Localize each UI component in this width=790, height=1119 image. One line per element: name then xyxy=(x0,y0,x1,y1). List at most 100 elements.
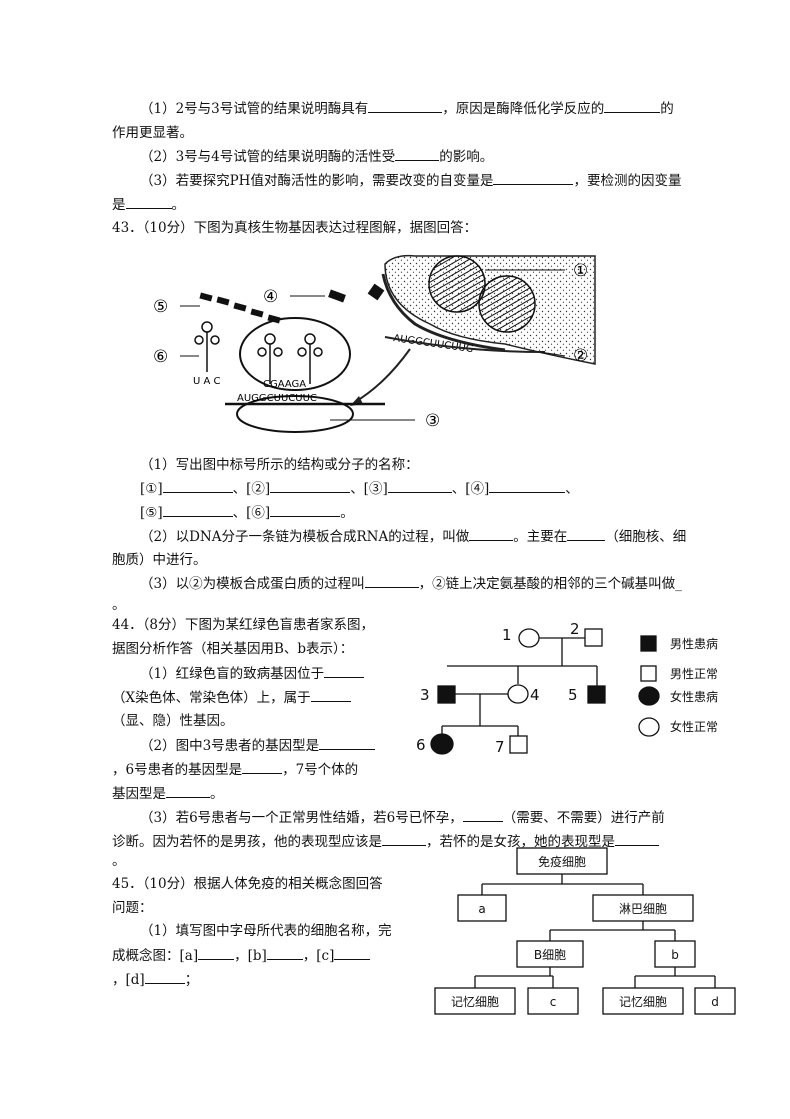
blank-label: 、[⑥] xyxy=(232,505,271,521)
answer-blank[interactable] xyxy=(319,736,376,750)
q42-line-2: 作用更显著。 xyxy=(112,125,193,141)
node-bcell-label: B细胞 xyxy=(534,948,566,962)
q44-p1-cont: （X染色体、常染色体）上，属于 xyxy=(112,688,351,707)
q44-p3-end: 。 xyxy=(112,853,126,869)
answer-blank[interactable] xyxy=(604,99,661,113)
blank-label: [①] xyxy=(140,481,163,497)
blank-label: 、 xyxy=(565,481,579,497)
q43-s3: （3）以②为模板合成蛋白质的过程叫，②链上决定氨基酸的相邻的三个碱基叫做_ xyxy=(140,574,682,593)
answer-blank[interactable] xyxy=(162,503,233,517)
q43-text: 。主要在 xyxy=(513,529,568,545)
q42-line-4: （3）若要探究PH值对酶活性的影响，需要改变的自变量是，要检测的因变量 xyxy=(140,171,681,190)
q42-text: 的 xyxy=(660,101,674,117)
q44-p2: （2）图中3号患者的基因型是 xyxy=(140,736,376,755)
legend-label-2: 女性患病 xyxy=(670,689,718,704)
dna-circle-1 xyxy=(428,255,486,313)
answer-blank[interactable] xyxy=(382,832,426,846)
answer-blank[interactable] xyxy=(266,946,303,960)
q44-text: 。 xyxy=(210,786,224,802)
answer-blank[interactable] xyxy=(125,195,172,209)
q42-text: （1）2号与3号试管的结果说明酶具有 xyxy=(140,101,369,117)
answer-blank[interactable] xyxy=(462,808,503,822)
legend-affected-female xyxy=(638,686,660,706)
label-3: ③ xyxy=(425,411,440,431)
answer-blank[interactable] xyxy=(368,99,443,113)
q42-text: （3）若要探究PH值对酶活性的影响，需要改变的自变量是 xyxy=(140,173,494,189)
answer-blank[interactable] xyxy=(334,946,371,960)
q44-title: 44．（8分）下图为某红绿色盲患者家系图， xyxy=(112,617,375,633)
q43-title: 43．（10分）下图为真核生物基因表达过程图解，据图回答： xyxy=(112,220,478,236)
q42-text: ，原因是酶降低化学反应的 xyxy=(442,101,605,117)
label-5: 5 xyxy=(568,686,578,704)
trna-sequence: CGAAGA xyxy=(263,379,306,390)
answer-blank[interactable] xyxy=(162,479,233,493)
answer-blank[interactable] xyxy=(493,171,574,185)
q44-p1-end: （显、隐）性基因。 xyxy=(112,713,234,729)
q45-p1: （1）填写图中字母所代表的细胞名称，完 xyxy=(140,923,392,939)
answer-blank[interactable] xyxy=(395,147,440,161)
q43-text: （2）以DNA分子一条链为模板合成RNA的过程，叫做 xyxy=(140,529,470,545)
node-lymph-label: 淋巴细胞 xyxy=(619,902,667,916)
answer-blank[interactable] xyxy=(469,527,514,541)
q45-text: ，[d] xyxy=(112,972,145,988)
label-5: ⑤ xyxy=(153,297,168,317)
answer-blank[interactable] xyxy=(489,479,566,493)
q43-text: _ xyxy=(675,576,682,592)
q44-text: （1）红绿色盲的致病基因位于 xyxy=(140,666,325,682)
individual-2-normal-male xyxy=(584,628,603,647)
label-1: ① xyxy=(573,261,588,281)
answer-blank[interactable] xyxy=(166,784,210,798)
answer-blank[interactable] xyxy=(387,479,452,493)
individual-3-affected-male xyxy=(437,685,456,704)
q44-p1: （1）红绿色盲的致病基因位于 xyxy=(140,664,365,683)
label-1: 1 xyxy=(502,626,512,644)
answer-blank[interactable] xyxy=(310,688,351,702)
q42-text: 的影响。 xyxy=(439,149,494,165)
q42-line-3: （2）3号与4号试管的结果说明酶的活性受 的影响。 xyxy=(140,147,493,166)
anticodon: U A C xyxy=(193,376,221,387)
individual-7-normal-male xyxy=(509,735,528,754)
node-lymph xyxy=(592,894,694,922)
q43-text: （3）以②为模板合成蛋白质的过程叫 xyxy=(140,576,365,592)
node-root-label: 免疫细胞 xyxy=(538,854,586,869)
q43-s2: （2）以DNA分子一条链为模板合成RNA的过程，叫做。主要在（细胞核、细 xyxy=(140,527,686,546)
q44-text: （2）图中3号患者的基因型是 xyxy=(140,738,320,754)
q44-p3-cont: 诊断。因为若怀的是男孩，他的表现型应该是，若怀的是女孩，她的表现型是 xyxy=(112,832,659,851)
answer-blank[interactable] xyxy=(615,832,659,846)
answer-blank[interactable] xyxy=(324,664,365,678)
q42-line-5: 是。 xyxy=(112,195,185,214)
q42-text: （2）3号与4号试管的结果说明酶的活性受 xyxy=(140,149,396,165)
legend-label-1: 男性正常 xyxy=(670,667,718,681)
node-mem2-label: 记忆细胞 xyxy=(619,995,667,1009)
q42-text: 是 xyxy=(112,197,126,213)
answer-blank[interactable] xyxy=(144,970,185,984)
q44-text: （X染色体、常染色体）上，属于 xyxy=(112,690,311,706)
answer-blank[interactable] xyxy=(242,760,283,774)
label-4: 4 xyxy=(530,686,540,704)
q45-title: 45．（10分）根据人体免疫的相关概念图回答 xyxy=(112,876,383,892)
q43-blanks-2: [⑤]、[⑥]。 xyxy=(140,503,354,522)
dna-circle-2 xyxy=(478,275,536,333)
answer-blank[interactable] xyxy=(270,479,351,493)
node-c-label: c xyxy=(550,995,557,1009)
node-c xyxy=(527,987,579,1015)
label-7: 7 xyxy=(495,738,505,756)
q44-p3: （3）若6号患者与一个正常男性结婚，若6号已怀孕，（需要、不需要）进行产前 xyxy=(140,808,665,827)
answer-blank[interactable] xyxy=(270,503,341,517)
q44-text: 基因型是 xyxy=(112,786,166,802)
answer-blank[interactable] xyxy=(364,574,419,588)
individual-6-affected-female xyxy=(430,733,454,755)
answer-blank[interactable] xyxy=(567,527,606,541)
q42-text: 。 xyxy=(171,197,186,213)
node-bcell xyxy=(516,940,584,968)
node-d-label: d xyxy=(711,995,719,1009)
q45-text: ，[c] xyxy=(302,948,335,964)
individual-1-normal-female xyxy=(518,628,540,648)
label-4: ④ xyxy=(263,287,278,307)
individual-4-normal-female xyxy=(507,684,529,704)
legend-label-0: 男性患病 xyxy=(670,636,718,651)
blank-label: 、[④] xyxy=(451,481,490,497)
answer-blank[interactable] xyxy=(198,946,235,960)
q42-line-1: （1）2号与3号试管的结果说明酶具有 ，原因是酶降低化学反应的 的 xyxy=(140,99,674,118)
legend-label-3: 女性正常 xyxy=(670,719,718,734)
